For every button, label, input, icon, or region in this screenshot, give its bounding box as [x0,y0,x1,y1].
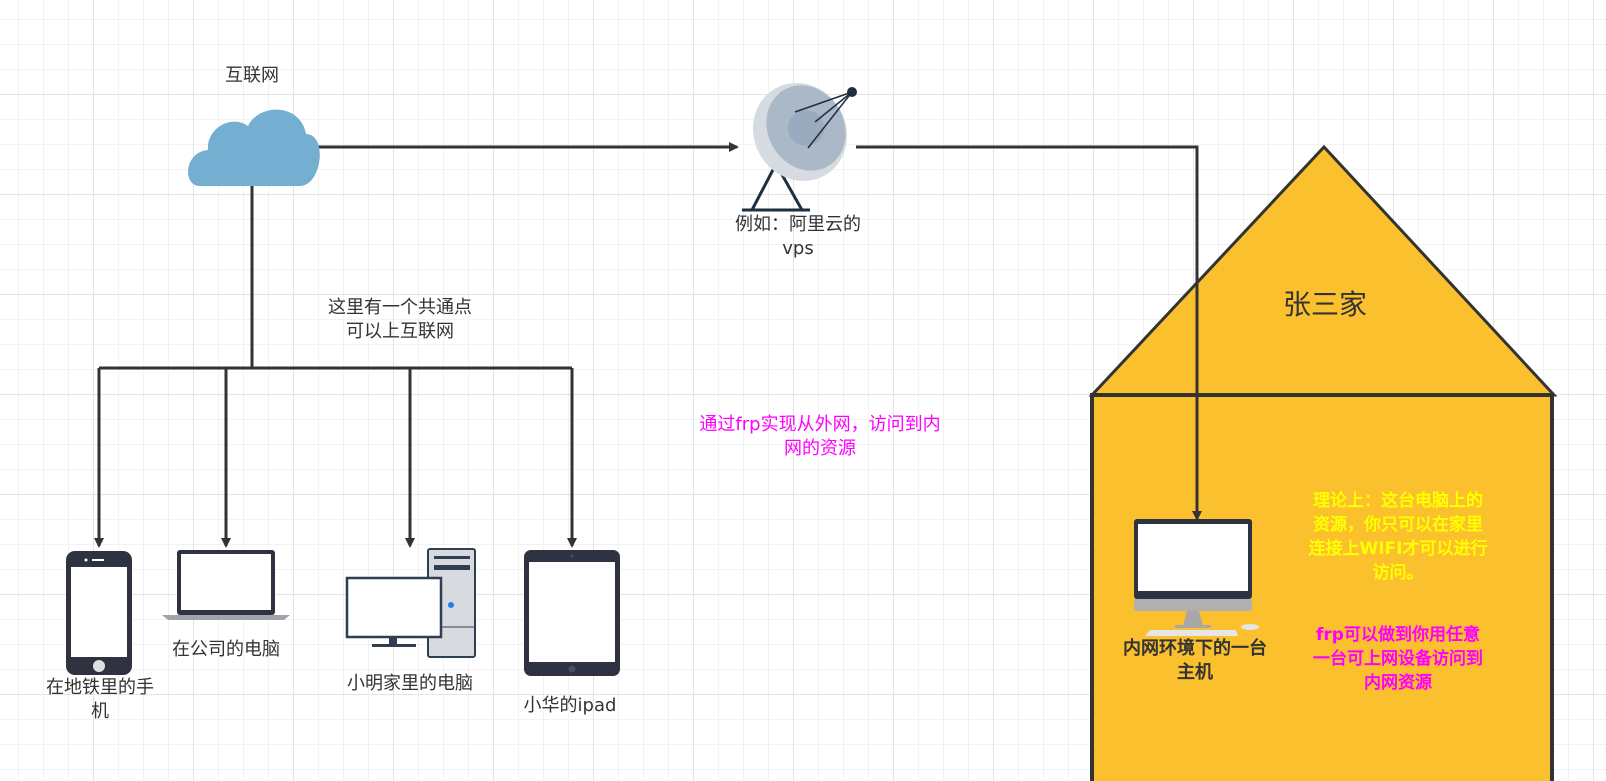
house-label: 张三家 [1282,288,1367,321]
lan-host-label-line1: 内网环境下的一台 [1123,638,1267,659]
edges [94,142,1202,548]
home-pc-label: 小明家里的电脑 [347,673,473,694]
frp-ability-note-line1: frp可以做到你用任意 [1316,625,1480,645]
satellite-dish-icon[interactable] [735,66,865,212]
theory-note: 理论上：这台电脑上的 资源，你只可以在家里 连接上WIFI才可以进行 访问。 [1284,489,1512,585]
laptop-icon[interactable] [162,550,290,620]
frp-note-line1: 通过frp实现从外网，访问到内 [699,414,941,435]
ipad-label: 小华的ipad [523,695,617,716]
phone-label-line2: 机 [91,701,109,722]
frp-note: 通过frp实现从外网，访问到内 网的资源 [660,413,980,461]
lan-host-label-line2: 主机 [1177,662,1213,683]
internet-label: 互联网 [225,65,279,86]
office-laptop-label: 在公司的电脑 [172,639,280,660]
frp-ability-note: frp可以做到你用任意 一台可上网设备访问到 内网资源 [1284,623,1512,695]
tablet-icon[interactable] [524,550,620,676]
lan-host-label: 内网环境下的一台 主机 [1102,637,1288,685]
phone-label-line1: 在地铁里的手 [46,677,154,698]
imac-icon[interactable] [1134,519,1259,636]
vps-label: 例如：阿里云的 vps [700,213,896,261]
phone-label: 在地铁里的手 机 [20,676,180,724]
edge-vps-to-lan-host[interactable] [856,145,1202,521]
frp-ability-note-line3: 内网资源 [1364,673,1432,693]
junction-note-line2: 可以上互联网 [346,321,454,342]
theory-note-line3: 连接上WIFI才可以进行 [1308,539,1488,559]
junction-note-line1: 这里有一个共通点 [328,297,472,318]
house-roof [1088,144,1558,397]
theory-note-line1: 理论上：这台电脑上的 [1313,491,1483,511]
vps-label-line2: vps [782,238,814,259]
theory-note-line4: 访问。 [1372,563,1424,583]
desktop-pc-icon[interactable] [345,548,476,658]
frp-note-line2: 网的资源 [784,438,856,459]
frp-ability-note-line2: 一台可上网设备访问到 [1313,649,1483,669]
theory-note-line2: 资源，你只可以在家里 [1313,515,1483,535]
smartphone-icon[interactable] [66,551,132,675]
cloud-icon[interactable] [188,109,320,186]
junction-note: 这里有一个共通点 可以上互联网 [290,296,510,344]
vps-label-line1: 例如：阿里云的 [735,214,861,235]
